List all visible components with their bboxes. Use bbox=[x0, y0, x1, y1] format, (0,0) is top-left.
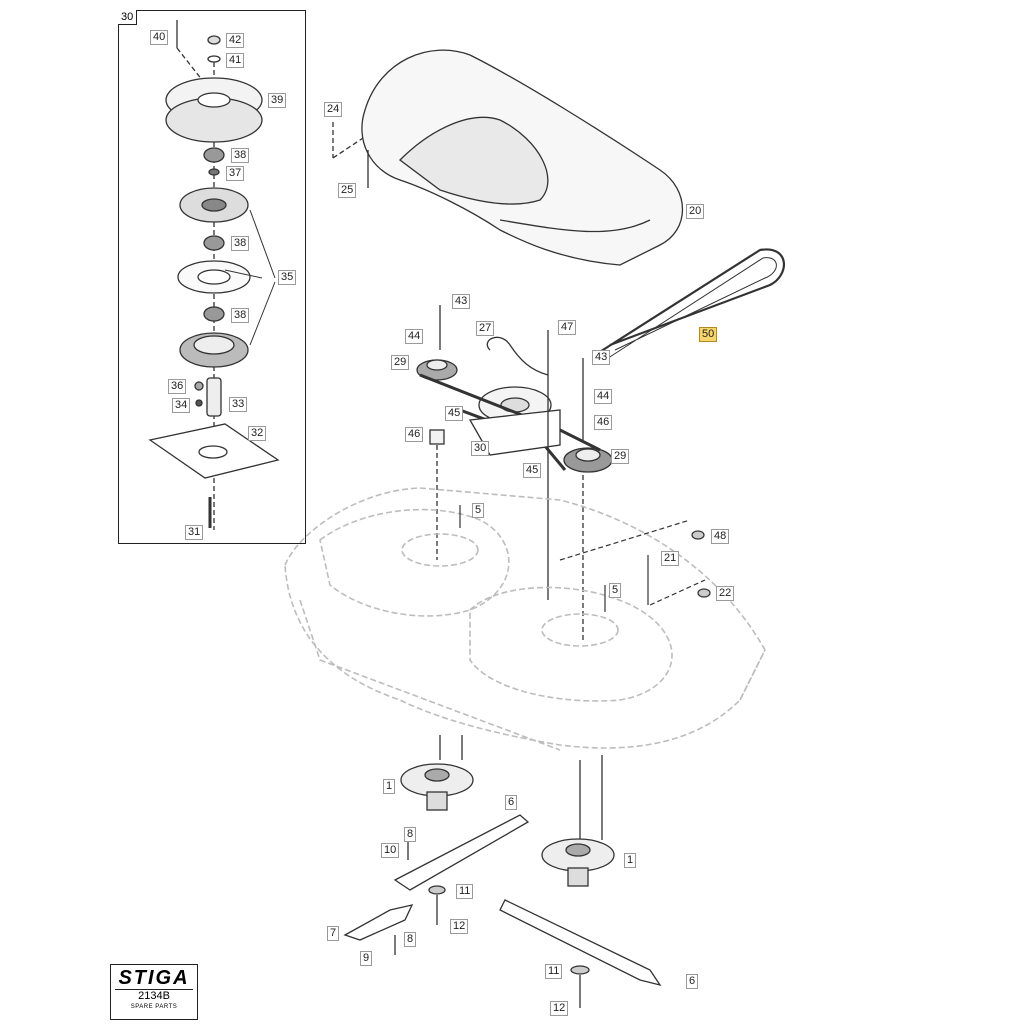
part-callout-21: 21 bbox=[661, 551, 680, 566]
part-callout-44: 44 bbox=[405, 329, 424, 344]
part-callout-11: 11 bbox=[545, 964, 563, 979]
blade-mulch bbox=[343, 904, 414, 941]
part-callout-34: 34 bbox=[172, 398, 191, 413]
part-callout-12: 12 bbox=[550, 1001, 569, 1016]
part-callout-48: 48 bbox=[711, 529, 730, 544]
part-callout-29: 29 bbox=[611, 449, 630, 464]
cutting-deck bbox=[284, 487, 766, 751]
part-callout-41: 41 bbox=[226, 53, 245, 68]
deck-cover bbox=[361, 49, 683, 266]
brand-logo: STIGA 2134B SPARE PARTS bbox=[110, 964, 198, 1020]
part-callout-6: 6 bbox=[686, 974, 699, 989]
blade-right bbox=[499, 899, 662, 987]
part-callout-38: 38 bbox=[231, 308, 250, 323]
part-callout-46: 46 bbox=[405, 427, 424, 442]
part-callout-45: 45 bbox=[445, 406, 464, 421]
part-callout-36: 36 bbox=[168, 379, 187, 394]
part-callout-40: 40 bbox=[150, 30, 169, 45]
inset-frame bbox=[118, 10, 306, 544]
diagram-code: 2134B bbox=[115, 989, 193, 1003]
part-callout-43: 43 bbox=[452, 294, 471, 309]
part-callout-11: 11 bbox=[456, 884, 474, 899]
drive-belt bbox=[594, 248, 785, 363]
part-callout-10: 10 bbox=[381, 843, 400, 858]
part-callout-5: 5 bbox=[609, 583, 622, 598]
inset-assembly bbox=[148, 20, 280, 530]
part-callout-24: 24 bbox=[324, 102, 343, 117]
part-callout-50: 50 bbox=[699, 327, 718, 342]
part-callout-44: 44 bbox=[594, 389, 613, 404]
part-callout-7: 7 bbox=[327, 926, 340, 941]
part-callout-42: 42 bbox=[226, 33, 245, 48]
blade-left bbox=[393, 814, 530, 891]
part-callout-25: 25 bbox=[338, 183, 357, 198]
part-callout-1: 1 bbox=[624, 853, 637, 868]
part-callout-31: 31 bbox=[185, 525, 204, 540]
brand-name: STIGA bbox=[118, 967, 190, 989]
part-callout-5: 5 bbox=[472, 503, 485, 518]
part-callout-29: 29 bbox=[391, 355, 410, 370]
part-callout-33: 33 bbox=[229, 397, 248, 412]
part-callout-20: 20 bbox=[686, 204, 705, 219]
part-callout-32: 32 bbox=[248, 426, 267, 441]
part-callout-46: 46 bbox=[594, 415, 613, 430]
part-callout-27: 27 bbox=[476, 321, 495, 336]
part-callout-9: 9 bbox=[360, 951, 373, 966]
part-callout-47: 47 bbox=[558, 320, 577, 335]
part-callout-8: 8 bbox=[404, 827, 417, 842]
part-callout-45: 45 bbox=[523, 463, 542, 478]
inset-label: 30 bbox=[118, 10, 138, 25]
part-callout-1: 1 bbox=[383, 779, 396, 794]
logo-caption: SPARE PARTS bbox=[130, 1004, 178, 1010]
part-callout-38: 38 bbox=[231, 236, 250, 251]
part-callout-8: 8 bbox=[404, 932, 417, 947]
part-callout-37: 37 bbox=[226, 166, 245, 181]
part-callout-35: 35 bbox=[278, 270, 297, 285]
part-callout-22: 22 bbox=[716, 586, 735, 601]
part-callout-38: 38 bbox=[231, 148, 250, 163]
part-callout-43: 43 bbox=[592, 350, 611, 365]
part-callout-6: 6 bbox=[505, 795, 518, 810]
part-callout-39: 39 bbox=[268, 93, 287, 108]
part-callout-12: 12 bbox=[450, 919, 469, 934]
part-callout-30: 30 bbox=[471, 441, 490, 456]
